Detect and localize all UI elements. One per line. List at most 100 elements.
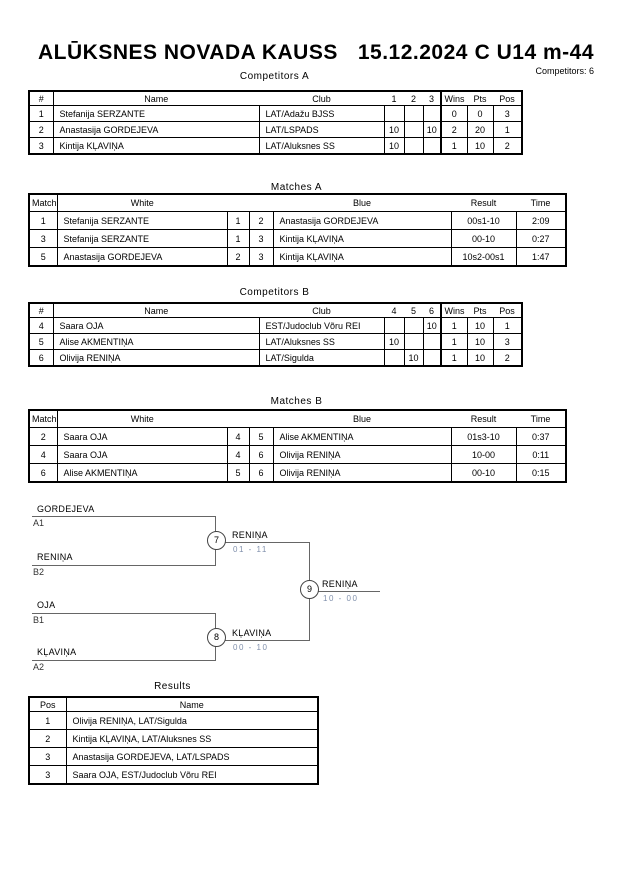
- match-number-badge: 7: [207, 531, 226, 550]
- table-cell: 1: [226, 211, 250, 230]
- column-header: 3: [423, 91, 441, 106]
- table-cell: 1:47: [515, 247, 567, 267]
- table-cell: 6: [248, 463, 274, 483]
- column-header: 4: [384, 303, 404, 318]
- bracket-slot-seed: A1: [33, 518, 45, 528]
- table-cell: Kintija KĻAVIŅA, LAT/Aluksnes SS: [65, 729, 319, 748]
- table-cell: [422, 105, 442, 122]
- table-cell: 2:09: [515, 211, 567, 230]
- table-cell: 3: [492, 333, 523, 350]
- column-header: #: [29, 303, 54, 318]
- table-cell: 1: [492, 317, 523, 334]
- table-cell: 10: [466, 137, 494, 155]
- table-cell: [383, 317, 405, 334]
- column-header: Result: [451, 410, 516, 428]
- table-cell: 2: [440, 121, 468, 138]
- table-cell: 5: [28, 247, 58, 267]
- table-cell: 10: [422, 317, 442, 334]
- table-cell: Saara OJA, EST/Judoclub Võru REI: [65, 765, 319, 785]
- bracket-line-b2: [32, 565, 216, 566]
- bracket-line-a1: [32, 516, 216, 517]
- column-header: Club: [259, 303, 384, 318]
- table-cell: 5: [226, 463, 250, 483]
- table-cell: Olivija RENIŅA: [272, 463, 452, 483]
- column-header: 1: [384, 91, 404, 106]
- match-number-badge: 9: [300, 580, 319, 599]
- matches-b-label: Matches B: [270, 396, 323, 407]
- column-header: Match: [29, 194, 58, 212]
- bracket-slot-name: OJA: [37, 600, 56, 610]
- column-header: Club: [259, 91, 384, 106]
- table-cell: 1: [28, 105, 54, 122]
- table-cell: 1: [28, 711, 67, 730]
- table-cell: 1: [440, 317, 468, 334]
- column-header: Blue: [273, 194, 451, 212]
- bracket-winner-name: KĻAVIŅA: [232, 628, 272, 638]
- table-cell: 3: [28, 747, 67, 766]
- table-cell: Anastasija GORDEJEVA, LAT/LSPADS: [65, 747, 319, 766]
- column-header: Result: [451, 194, 516, 212]
- column-header: Name: [66, 697, 318, 712]
- bracket-slot-seed: A2: [33, 662, 45, 672]
- table-cell: 10: [403, 349, 424, 367]
- column-header: [249, 194, 273, 212]
- column-header: Pos: [493, 303, 522, 318]
- table-cell: Kintija KĻAVIŅA: [272, 247, 452, 267]
- table-cell: 6: [248, 445, 274, 464]
- table-cell: 00-10: [450, 463, 517, 483]
- table-cell: 0:11: [515, 445, 567, 464]
- column-header: Time: [516, 410, 566, 428]
- table-cell: [403, 105, 424, 122]
- table-cell: [403, 121, 424, 138]
- column-header: [227, 410, 249, 428]
- category-title: C U14 m-44: [474, 41, 594, 64]
- column-header: [227, 194, 249, 212]
- bracket-match-score: 10 - 00: [323, 594, 359, 603]
- table-cell: Saara OJA: [56, 427, 228, 446]
- table-cell: 5: [28, 333, 54, 350]
- table-cell: [422, 349, 442, 367]
- column-header: 2: [404, 91, 423, 106]
- table-cell: 10s2-00s1: [450, 247, 517, 267]
- table-cell: 00s1-10: [450, 211, 517, 230]
- page-title: ALŪKSNES NOVADA KAUSS 15.12.2024 C U14 m…: [38, 41, 594, 65]
- bracket-line-b1: [32, 613, 216, 614]
- table-cell: 3: [28, 765, 67, 785]
- column-header: Name: [53, 303, 259, 318]
- match-number-badge: 8: [207, 628, 226, 647]
- column-header: Pts: [467, 303, 493, 318]
- table-cell: 0: [466, 105, 494, 122]
- column-header: [249, 410, 273, 428]
- table-cell: Alise AKMENTIŅA: [56, 463, 228, 483]
- table-cell: 4: [226, 427, 250, 446]
- table-cell: 0:15: [515, 463, 567, 483]
- competitors-b-label: Competitors B: [239, 287, 310, 298]
- column-header: Time: [516, 194, 566, 212]
- table-cell: 4: [28, 317, 54, 334]
- table-cell: 2: [28, 121, 54, 138]
- table-cell: [383, 349, 405, 367]
- table-cell: LAT/Aluksnes SS: [258, 333, 385, 350]
- column-header: Pts: [467, 91, 493, 106]
- column-header: Pos: [29, 697, 67, 712]
- column-header: 6: [423, 303, 441, 318]
- bracket-line-a2: [32, 660, 216, 661]
- table-cell: Stefanija SERZANTE: [56, 229, 228, 248]
- column-header: Wins: [440, 91, 467, 106]
- table-cell: 2: [28, 427, 58, 446]
